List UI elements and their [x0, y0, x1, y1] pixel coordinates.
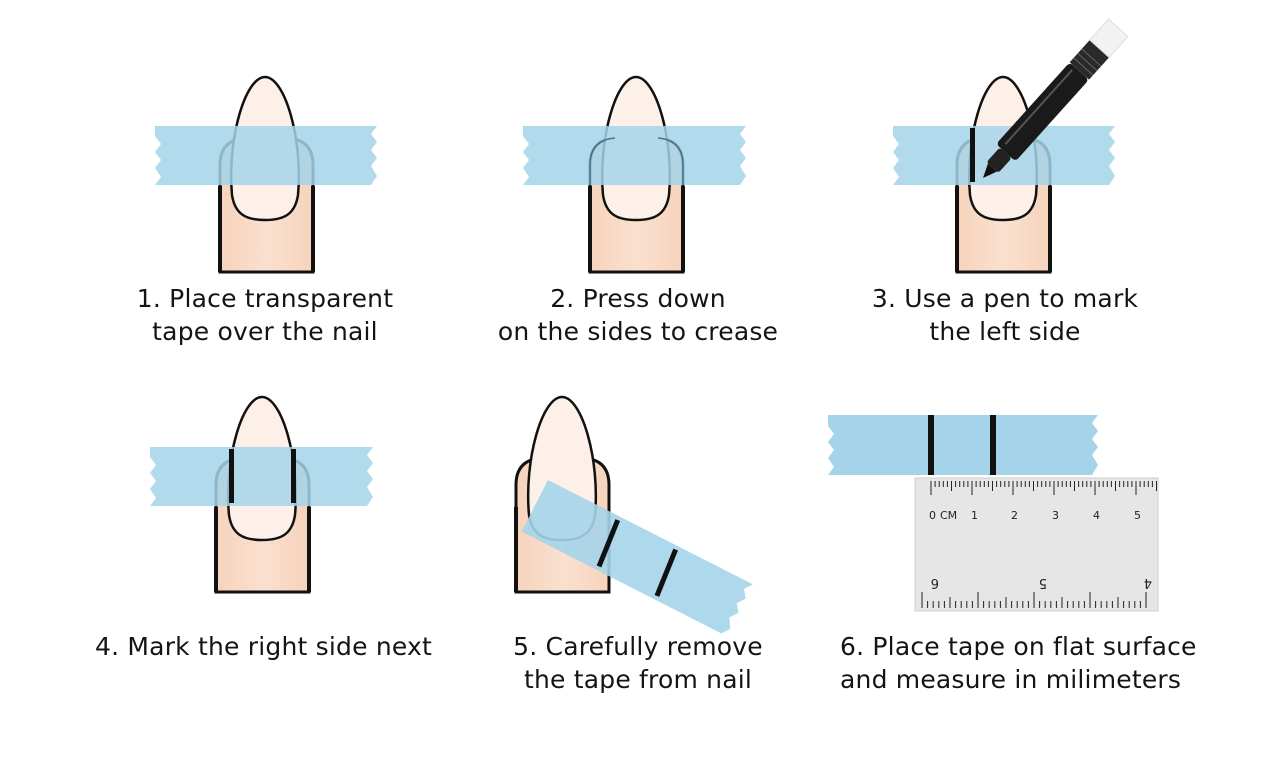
left-mark	[229, 449, 234, 503]
step-4-panel: 4. Mark the right side next	[95, 360, 433, 730]
caption-line: and measure in milimeters	[840, 665, 1182, 694]
caption-line: 5. Carefully remove	[513, 632, 763, 661]
caption-line: 2. Press down	[550, 284, 726, 313]
step-4-caption: 4. Mark the right side next	[95, 630, 433, 663]
caption-line: 4. Mark the right side next	[95, 632, 433, 661]
right-mark	[990, 415, 996, 475]
ruler-number: 1	[971, 509, 978, 522]
tape-crease-lines	[589, 137, 684, 185]
step-5-panel: 5. Carefully remove the tape from nail	[478, 360, 798, 730]
step-1-panel: 1. Place transparent tape over the nail	[105, 0, 425, 370]
ruler-number: 5	[1134, 509, 1141, 522]
caption-line: 6. Place tape on flat surface	[840, 632, 1197, 661]
ruler-number: 2	[1011, 509, 1018, 522]
tape	[155, 126, 377, 185]
step-3-caption: 3. Use a pen to mark the left side	[845, 282, 1165, 348]
ruler-unit-label: CM	[940, 509, 957, 522]
ruler-number: 4	[1144, 575, 1152, 590]
tape	[521, 480, 753, 634]
ruler: 0 CM 1 2 3 4 5 6 5 4	[914, 477, 1159, 612]
left-mark	[928, 415, 934, 475]
step-2-panel: 2. Press down on the sides to crease	[478, 0, 798, 370]
ruler-number: 0	[929, 509, 936, 522]
caption-line: tape over the nail	[152, 317, 378, 346]
tape	[828, 415, 1098, 475]
tape	[523, 126, 746, 185]
step-3-panel: 3. Use a pen to mark the left side	[845, 0, 1165, 370]
right-mark	[291, 449, 296, 503]
step-2-illustration	[523, 75, 746, 274]
step-6-caption: 6. Place tape on flat surface and measur…	[840, 630, 1197, 696]
step-4-illustration	[150, 395, 373, 594]
caption-line: 3. Use a pen to mark	[871, 284, 1139, 313]
tape	[150, 447, 373, 506]
ruler-number: 6	[931, 575, 939, 590]
caption-line: the left side	[929, 317, 1081, 346]
step-6-illustration: 0 CM 1 2 3 4 5 6 5 4	[828, 415, 1159, 612]
left-mark	[596, 519, 621, 568]
step-6-panel: 0 CM 1 2 3 4 5 6 5 4 6. Place tape on fl…	[828, 360, 1197, 730]
caption-line: 1. Place transparent	[136, 284, 394, 313]
step-1-illustration	[155, 75, 377, 274]
step-5-caption: 5. Carefully remove the tape from nail	[478, 630, 798, 696]
step-3-illustration	[893, 18, 1129, 274]
ruler-number: 4	[1093, 509, 1100, 522]
caption-line: on the sides to crease	[497, 317, 779, 346]
caption-line: the tape from nail	[523, 665, 753, 694]
step-2-caption: 2. Press down on the sides to crease	[478, 282, 798, 348]
right-mark	[654, 548, 678, 597]
step-1-caption: 1. Place transparent tape over the nail	[105, 282, 425, 348]
ruler-number: 5	[1039, 575, 1047, 590]
pen-icon	[983, 18, 1129, 178]
left-mark	[970, 128, 975, 182]
ruler-number: 3	[1052, 509, 1059, 522]
step-5-illustration	[514, 395, 753, 634]
